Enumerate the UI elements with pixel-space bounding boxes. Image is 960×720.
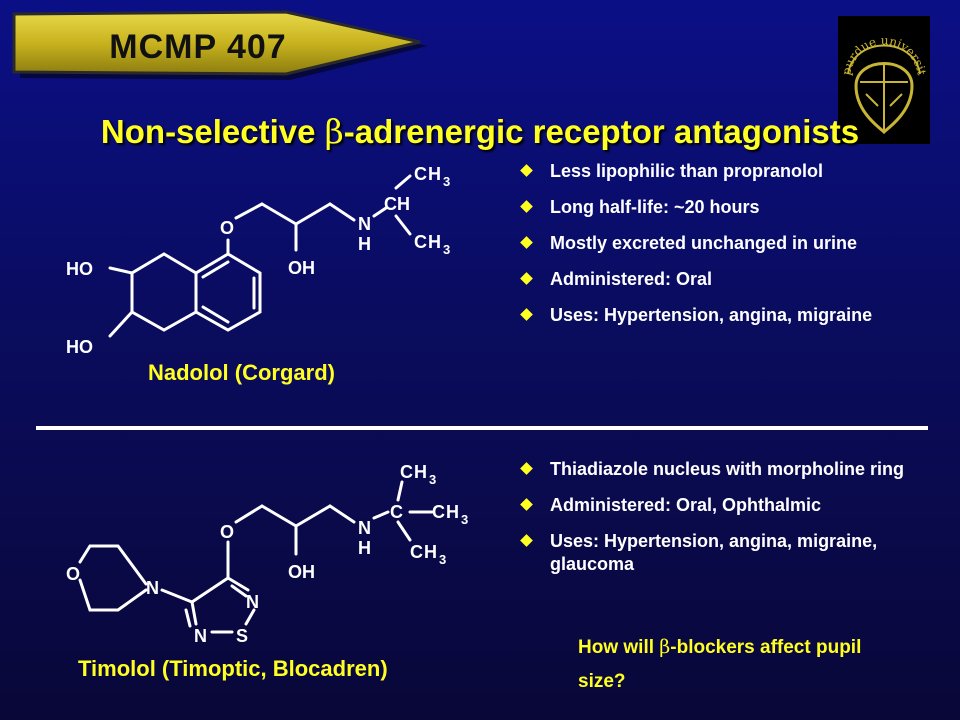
list-item: Administered: Oral	[518, 268, 908, 291]
timolol-caption: Timolol (Timoptic, Blocadren)	[78, 656, 388, 681]
timolol-atom-c-right: C	[432, 502, 445, 522]
title-prefix: Non-selective	[100, 113, 325, 150]
timolol-atom-morph-n: N	[146, 578, 159, 598]
nadolol-atom-c-bottom: C	[414, 232, 427, 252]
section-divider	[36, 426, 928, 430]
course-tab	[12, 10, 428, 80]
bullet-icon	[520, 498, 533, 511]
timolol-atom-h-top: H	[414, 462, 427, 482]
nadolol-atom-ho-top: HO	[66, 259, 93, 279]
list-item: Administered: Oral, Ophthalmic	[518, 494, 908, 517]
list-item: Mostly excreted unchanged in urine	[518, 232, 908, 255]
timolol-atom-o: O	[220, 522, 234, 542]
nadolol-bullet-list: Less lipophilic than propranolol Long ha…	[518, 160, 908, 340]
timolol-atom-c-bottom: C	[410, 542, 423, 562]
bullet-icon	[520, 308, 533, 321]
discussion-question: How will β-blockers affect pupil size?	[578, 636, 862, 692]
nadolol-atom-o: O	[220, 218, 234, 238]
nadolol-atom-c-top: C	[414, 164, 427, 184]
timolol-atom-n: N	[358, 518, 371, 538]
nadolol-atom-h-bottom: H	[428, 232, 441, 252]
nadolol-atom-ch: CH	[384, 194, 410, 214]
nadolol-atom-ho-bottom: HO	[66, 337, 93, 357]
timolol-atom-sub-right: 3	[461, 512, 468, 527]
list-item: Thiadiazole nucleus with morpholine ring	[518, 458, 908, 481]
timolol-bullet-list: Thiadiazole nucleus with morpholine ring…	[518, 458, 908, 589]
bullet-icon	[520, 236, 533, 249]
timolol-atom-c-top: C	[400, 462, 413, 482]
university-logo: purdue university	[834, 5, 930, 144]
bullet-icon	[520, 462, 533, 475]
nadolol-atom-h: H	[358, 234, 371, 254]
bullet-icon	[520, 534, 533, 547]
nadolol-atom-h-top: H	[428, 164, 441, 184]
title-suffix: -adrenergic receptor antagonists	[343, 113, 860, 150]
bullet-icon	[520, 200, 533, 213]
nadolol-atom-sub-bottom: 3	[443, 242, 450, 257]
timolol-structure: O N N S N O OH N H C C H 3 C H 3 C H 3	[0, 450, 480, 660]
beta-symbol: β	[659, 636, 671, 658]
nadolol-caption: Nadolol (Corgard)	[148, 360, 335, 385]
slide-title: Non-selective β-adrenergic receptor anta…	[0, 112, 960, 151]
nadolol-atom-oh: OH	[288, 258, 315, 278]
timolol-atom-h-bottom: H	[424, 542, 437, 562]
beta-symbol: β	[324, 112, 344, 151]
timolol-atom-ring-n2: N	[194, 626, 207, 646]
list-item: Uses: Hypertension, angina, migraine	[518, 304, 908, 327]
bullet-icon	[520, 272, 533, 285]
timolol-atom-c: C	[390, 502, 403, 522]
timolol-atom-ring-s: S	[236, 626, 248, 646]
timolol-atom-h: H	[358, 538, 371, 558]
list-item: Less lipophilic than propranolol	[518, 160, 908, 183]
timolol-atom-ring-n1: N	[246, 592, 259, 612]
timolol-atom-h-right: H	[446, 502, 459, 522]
list-item: Uses: Hypertension, angina, migraine, gl…	[518, 530, 908, 576]
timolol-atom-morph-o: O	[66, 564, 80, 584]
nadolol-structure: HO HO O OH N H CH C H 3 C H 3	[0, 150, 480, 380]
bullet-icon	[520, 164, 533, 177]
nadolol-atom-n: N	[358, 214, 371, 234]
nadolol-atom-sub-top: 3	[443, 174, 450, 189]
timolol-atom-sub-bottom: 3	[439, 552, 446, 567]
course-title: MCMP 407	[109, 28, 287, 66]
timolol-atom-sub-top: 3	[429, 472, 436, 487]
list-item: Long half-life: ~20 hours	[518, 196, 908, 219]
timolol-atom-oh: OH	[288, 562, 315, 582]
